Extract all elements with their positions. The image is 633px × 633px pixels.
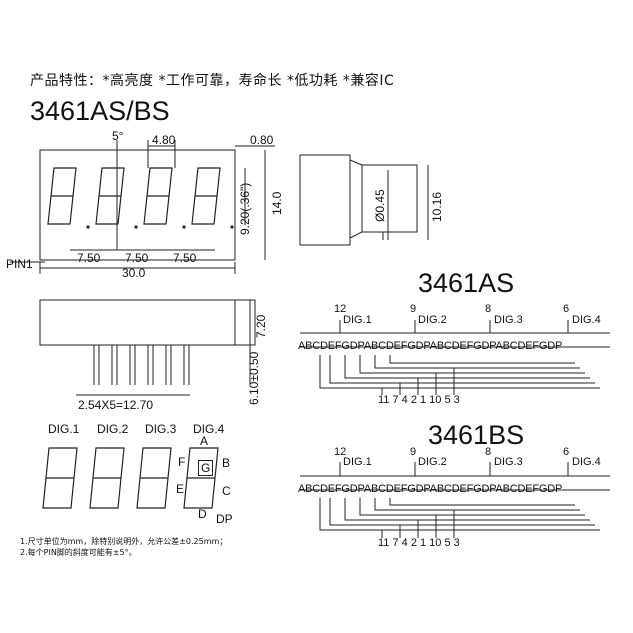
bs-bottom-pins: 11 7 4 2 1 10 5 3 [378, 537, 460, 549]
pitch-3: 7.50 [173, 251, 197, 265]
bs-dig-1: DIG.1 [343, 456, 372, 468]
bs-dig-4: DIG.4 [572, 456, 601, 468]
as-pin-9: 9 [410, 303, 417, 315]
seg-b: B [222, 456, 231, 470]
pin-pitch: 2.54X5=12.70 [78, 398, 154, 412]
as-dig-1: DIG.1 [343, 314, 372, 326]
schematic-bs-title: 3461BS [428, 420, 525, 450]
note-2: 2.每个PIN脚的斜度可能有±5°。 [20, 548, 137, 557]
seg-f: F [178, 455, 186, 469]
dim-1016: 10.16 [430, 191, 444, 222]
seg-c: C [222, 484, 231, 498]
dig-label-4: DIG.4 [193, 422, 225, 436]
dim-045: Ø0.45 [373, 189, 387, 222]
seg-dp: DP [216, 512, 233, 526]
schematic-as-title: 3461AS [418, 268, 515, 298]
bs-dig-3: DIG.3 [494, 456, 523, 468]
note-1: 1.尺寸单位为mm，除特别说明外，允许公差±0.25mm； [20, 537, 228, 546]
as-pin-12: 12 [334, 303, 347, 315]
bs-pin-6: 6 [563, 446, 570, 458]
pin1-label: PIN1 [6, 257, 33, 271]
features-text: 产品特性：*高亮度 *工作可靠，寿命长 *低功耗 *兼容IC [30, 73, 395, 89]
seg-g: G [198, 460, 214, 476]
bs-pin-9: 9 [410, 446, 417, 458]
side-view-body [299, 154, 351, 246]
bottom-view-body [39, 299, 236, 346]
dig-label-3: DIG.3 [145, 422, 177, 436]
bs-pin-12: 12 [334, 446, 347, 458]
total-width: 30.0 [122, 266, 146, 280]
pitch-1: 7.50 [77, 251, 101, 265]
model-title: 3461AS/BS [30, 96, 170, 126]
digits-view [42, 447, 219, 509]
seg-d: D [198, 507, 207, 521]
dim-720: 7.20 [254, 314, 268, 338]
as-bottom-pins: 11 7 4 2 1 10 5 3 [378, 394, 460, 406]
seg-e: E [176, 482, 185, 496]
dim-080: 0.80 [250, 133, 274, 147]
as-dig-2: DIG.2 [418, 314, 447, 326]
bs-seg-row: ABCDEFGDPABCDEFGDPABCDEFGDPABCDEFGDP [298, 483, 563, 495]
front-view-body [39, 149, 236, 261]
dim-140: 14.0 [270, 191, 284, 215]
dig-label-2: DIG.2 [97, 422, 129, 436]
pins [93, 345, 190, 385]
as-pin-6: 6 [563, 303, 570, 315]
as-seg-row: ABCDEFGDPABCDEFGDPABCDEFGDPABCDEFGDP [298, 340, 563, 352]
dim-610: 6.10±0.50 [247, 351, 261, 405]
as-pin-8: 8 [485, 303, 492, 315]
dim-480: 4.80 [152, 133, 176, 147]
bs-pin-8: 8 [485, 446, 492, 458]
schematic-bs [300, 462, 610, 538]
dim-5deg: 5° [112, 129, 124, 143]
dig-label-1: DIG.1 [48, 422, 80, 436]
bs-dig-2: DIG.2 [418, 456, 447, 468]
as-dig-3: DIG.3 [494, 314, 523, 326]
dim-920: 9.20(.36") [238, 182, 252, 235]
pitch-2: 7.50 [125, 251, 149, 265]
seg-a: A [200, 434, 209, 448]
front-digits [47, 167, 221, 225]
as-dig-4: DIG.4 [572, 314, 601, 326]
schematic-as [300, 320, 610, 395]
